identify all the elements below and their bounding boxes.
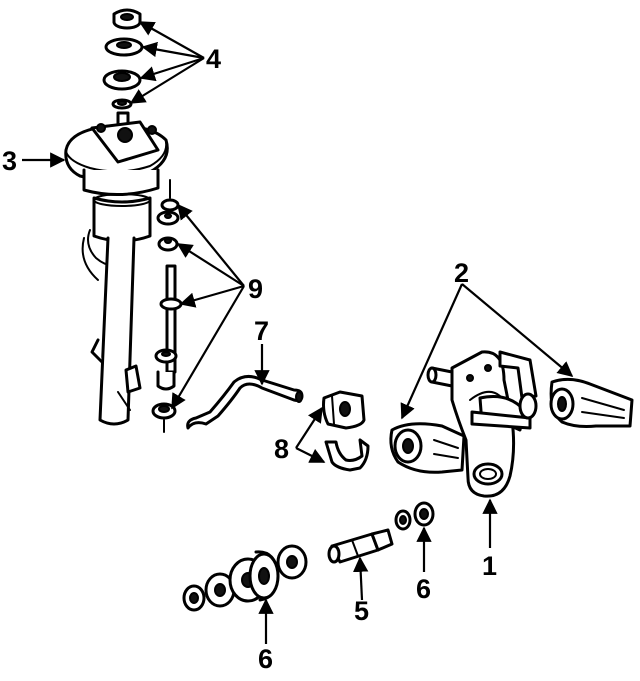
bushing-set-large (182, 544, 308, 612)
control-arm-right (549, 377, 634, 428)
callout-1: 1 (482, 551, 497, 581)
stabilizer-bushing-set (322, 390, 370, 472)
mount-nut (111, 98, 133, 110)
bushing-ring-2 (204, 572, 236, 608)
callout-5: 5 (354, 596, 369, 626)
bushing-ring-4 (248, 550, 280, 602)
callout-labels: 1 2 3 4 5 6 6 7 8 9 (2, 44, 497, 674)
mount-washer-upper (104, 37, 144, 57)
bushing-ring-5 (276, 544, 308, 580)
strut-assembly (64, 111, 169, 426)
stabilizer-bar (186, 375, 304, 430)
callout-2: 2 (454, 258, 469, 288)
callout-7: 7 (254, 316, 269, 346)
mount-washer-lower (102, 69, 142, 91)
control-arm-left (389, 422, 466, 474)
stabilizer-link (151, 179, 183, 433)
callout-3: 3 (2, 146, 17, 176)
washer-pair-small (394, 501, 435, 531)
callout-6-small: 6 (416, 574, 431, 604)
callout-6-large: 6 (258, 644, 273, 674)
callout-8: 8 (274, 434, 289, 464)
pivot-pin (327, 528, 394, 564)
callout-4: 4 (206, 44, 221, 74)
callout-9: 9 (248, 274, 263, 304)
mount-bushing-top (112, 8, 142, 30)
leader-lines (22, 21, 574, 644)
upper-mount-stack (102, 8, 144, 110)
bushing-ring-1 (182, 584, 206, 612)
cross-member (470, 350, 538, 430)
